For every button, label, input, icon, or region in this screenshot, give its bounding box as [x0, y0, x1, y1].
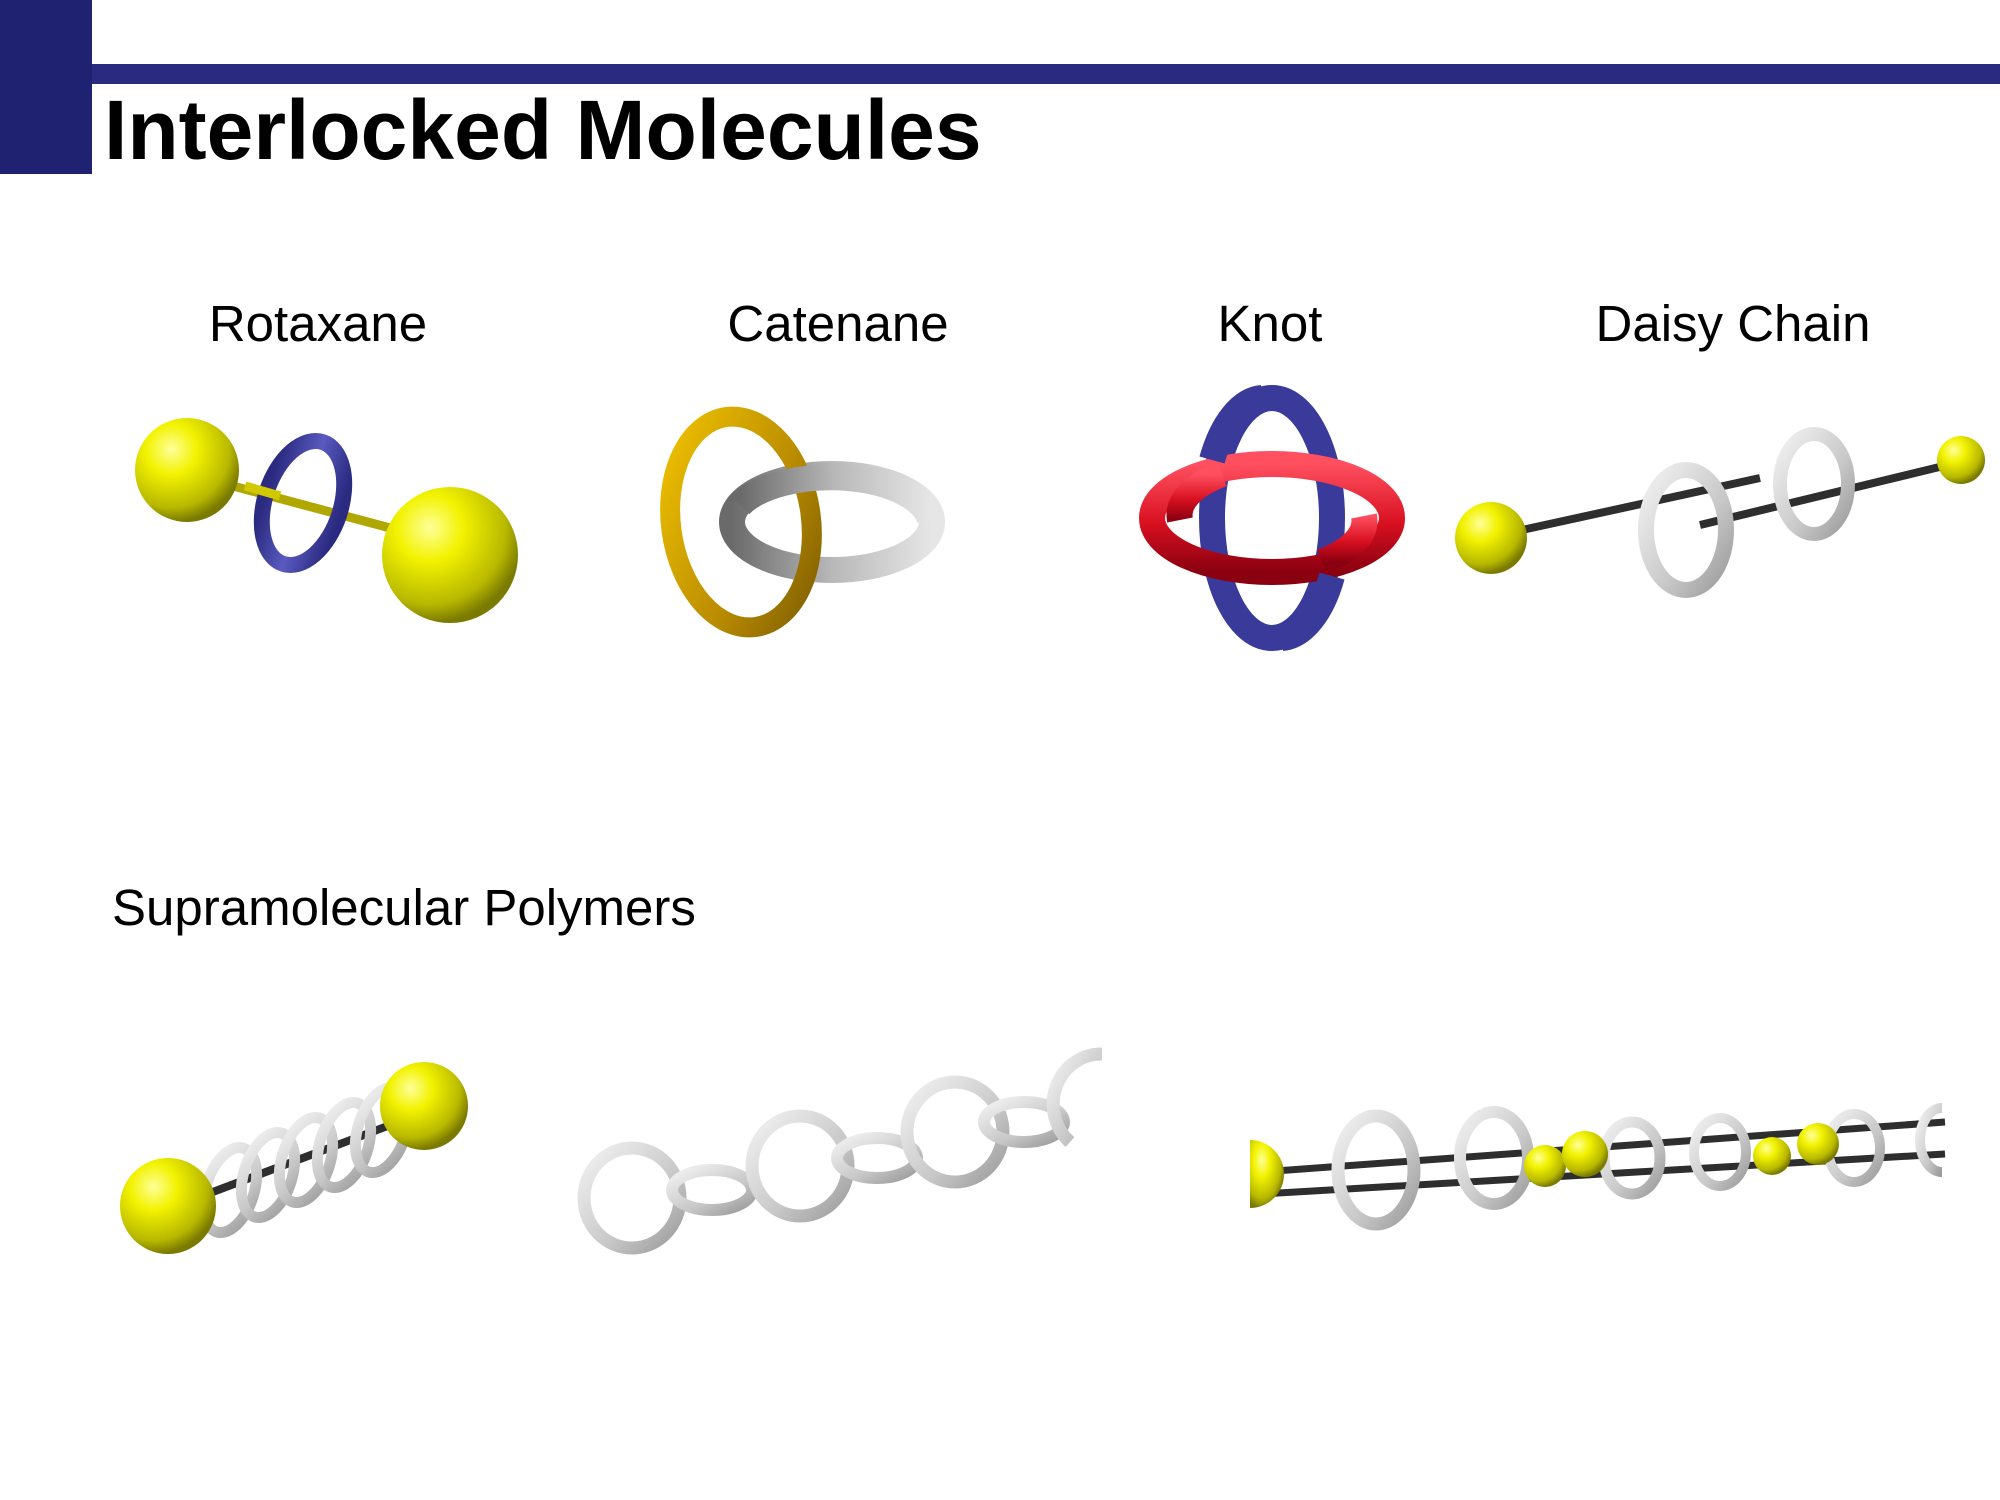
polymer-rotaxane-stack-illustration — [120, 1062, 468, 1254]
catenane-label: Catenane — [727, 295, 949, 352]
corner-accent-block — [0, 0, 92, 174]
title-rule — [92, 64, 2000, 84]
rotaxane-illustration — [135, 418, 518, 623]
polymer-catenane-chain-illustration — [577, 1047, 1103, 1255]
supramolecular-polymers-label: Supramolecular Polymers — [112, 879, 696, 936]
knot-illustration — [1139, 385, 1405, 651]
slide-title: Interlocked Molecules — [104, 83, 982, 177]
daisy-chain-illustration — [1455, 427, 1985, 598]
daisy-chain-label: Daisy Chain — [1595, 295, 1871, 352]
polymer-daisy-chain-illustration — [1250, 1103, 1946, 1231]
knot-label: Knot — [1217, 295, 1323, 352]
rotaxane-label: Rotaxane — [208, 295, 428, 352]
catenane-illustration — [660, 406, 945, 638]
